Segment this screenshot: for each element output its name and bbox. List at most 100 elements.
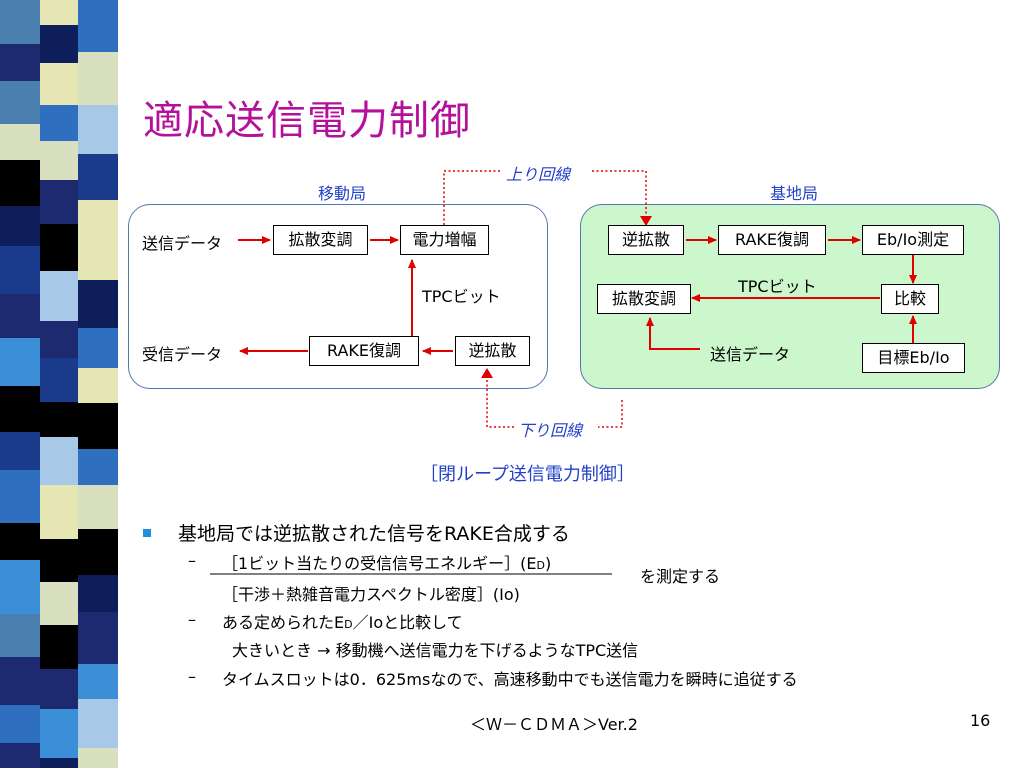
stripe-cell xyxy=(40,25,78,63)
stripe-cell xyxy=(78,241,118,280)
stripe-cell xyxy=(0,743,40,768)
uplink-dotted-left xyxy=(443,170,500,225)
sub-bullet-compare-a: ある定められたE xyxy=(222,613,345,632)
stripe-cell xyxy=(78,52,118,105)
page-title: 適応送信電力制御 xyxy=(143,98,471,144)
stripe-cell xyxy=(78,328,118,368)
downlink-dotted-right xyxy=(598,400,623,428)
stripe-cell xyxy=(0,124,40,160)
stripe-cell xyxy=(40,0,78,25)
mobile-tx-data: 送信データ xyxy=(142,234,223,253)
downlink-arrowhead xyxy=(481,368,493,378)
dash-2: – xyxy=(188,610,196,629)
stripe-cell xyxy=(78,748,118,768)
stripe-cell xyxy=(0,470,40,523)
stripe-cell xyxy=(78,485,118,529)
mobile-tpc-bit: TPCビット xyxy=(422,287,501,306)
fraction-numerator: ［1ビット当たりの受信信号エネルギー］(ED) xyxy=(222,550,551,574)
sub-bullet-compare: ある定められたED／Ioと比較して xyxy=(222,609,463,633)
stripe-cell xyxy=(78,575,118,612)
stripe-cell xyxy=(40,437,78,485)
mobile-rx-data: 受信データ xyxy=(142,345,223,364)
uplink-label: 上り回線 xyxy=(506,165,571,184)
stripe-cell xyxy=(0,81,40,124)
stripe-cell xyxy=(78,105,118,154)
stripe-cell xyxy=(40,105,78,141)
stripe-cell xyxy=(40,758,78,768)
mobile-despread-box: 逆拡散 xyxy=(455,336,530,366)
stripe-cell xyxy=(40,485,78,539)
fraction-numerator-end: ) xyxy=(545,554,552,573)
stripe-cell xyxy=(0,294,40,338)
footer-text: ＜Ｗ－ＣＤＭＡ＞Ver.2 xyxy=(470,715,638,734)
fraction-suffix: を測定する xyxy=(640,567,721,586)
stripe-cell xyxy=(40,224,78,271)
dash-1: – xyxy=(188,551,196,570)
stripe-cell xyxy=(40,271,78,321)
fraction-numerator-text: ［1ビット当たりの受信信号エネルギー］(E xyxy=(222,554,537,573)
stripe-cell xyxy=(0,523,40,560)
stripe-cell xyxy=(0,614,40,657)
stripe-cell xyxy=(0,0,40,44)
stripe-cell xyxy=(78,449,118,485)
base-rake-box: RAKE復調 xyxy=(718,225,826,255)
stripe-cell xyxy=(78,664,118,699)
stripe-cell xyxy=(40,402,78,437)
sub-bullet-timeslot: タイムスロットは0．625msなので、高速移動中でも送信電力を瞬時に追従する xyxy=(222,670,798,689)
stripe-cell xyxy=(78,403,118,449)
stripe-cell xyxy=(40,358,78,402)
stripe-cell xyxy=(40,709,78,758)
stripe-cell xyxy=(40,141,78,180)
decorative-stripe xyxy=(0,0,118,768)
uplink-dotted-right xyxy=(592,170,647,216)
stripe-cell xyxy=(0,246,40,294)
stripe-cell xyxy=(0,657,40,705)
sub-bullet-compare-sub: D xyxy=(344,618,353,631)
stripe-cell xyxy=(78,368,118,403)
stripe-cell xyxy=(78,529,118,575)
stripe-cell xyxy=(40,63,78,105)
stripe-cell xyxy=(0,44,40,81)
base-spread-mod-box: 拡散変調 xyxy=(597,284,691,314)
stripe-cell xyxy=(40,582,78,625)
bullet-marker xyxy=(143,529,151,537)
stripe-cell xyxy=(0,560,40,614)
mobile-rake-box: RAKE復調 xyxy=(309,336,419,366)
stripe-cell xyxy=(78,200,118,241)
bullet-main: 基地局では逆拡散された信号をRAKE合成する xyxy=(178,523,570,545)
stripe-cell xyxy=(40,321,78,358)
dash-3: – xyxy=(188,667,196,686)
stripe-cell xyxy=(0,338,40,386)
stripe-cell xyxy=(0,432,40,470)
mobile-power-amp-box: 電力増幅 xyxy=(400,225,489,255)
stripe-cell xyxy=(0,705,40,743)
stripe-cell xyxy=(40,180,78,224)
fraction-numerator-sub: D xyxy=(536,559,546,572)
stripe-cell xyxy=(0,386,40,432)
base-station-label: 基地局 xyxy=(770,184,819,203)
downlink-dotted-left xyxy=(486,378,514,428)
sub-bullet-compare-continuation: 大きいとき → 移動機へ送信電力を下げるようなTPC送信 xyxy=(232,641,639,660)
downlink-label: 下り回線 xyxy=(518,421,583,440)
base-compare-box: 比較 xyxy=(881,284,939,314)
stripe-cell xyxy=(40,625,78,669)
stripe-cell xyxy=(0,160,40,206)
stripe-cell xyxy=(78,280,118,328)
sub-bullet-compare-b: ／Ioと比較して xyxy=(352,613,463,632)
arrow-txdata-to-spread xyxy=(646,317,700,350)
stripe-cell xyxy=(78,699,118,748)
mobile-spread-mod-box: 拡散変調 xyxy=(273,225,368,255)
base-despread-box: 逆拡散 xyxy=(608,225,684,255)
page-number: 16 xyxy=(970,711,991,730)
stripe-cell xyxy=(0,206,40,246)
stripe-cell xyxy=(78,154,118,200)
base-tx-data: 送信データ xyxy=(710,345,791,364)
mobile-station-label: 移動局 xyxy=(318,184,367,203)
diagram-caption: ［閉ループ送信電力制御］ xyxy=(420,464,635,485)
base-target-box: 目標Eb/Io xyxy=(862,343,965,373)
base-ebio-box: Eb/Io測定 xyxy=(862,225,964,255)
stripe-cell xyxy=(78,0,118,52)
base-tpc-bit: TPCビット xyxy=(738,277,817,296)
stripe-cell xyxy=(78,612,118,664)
